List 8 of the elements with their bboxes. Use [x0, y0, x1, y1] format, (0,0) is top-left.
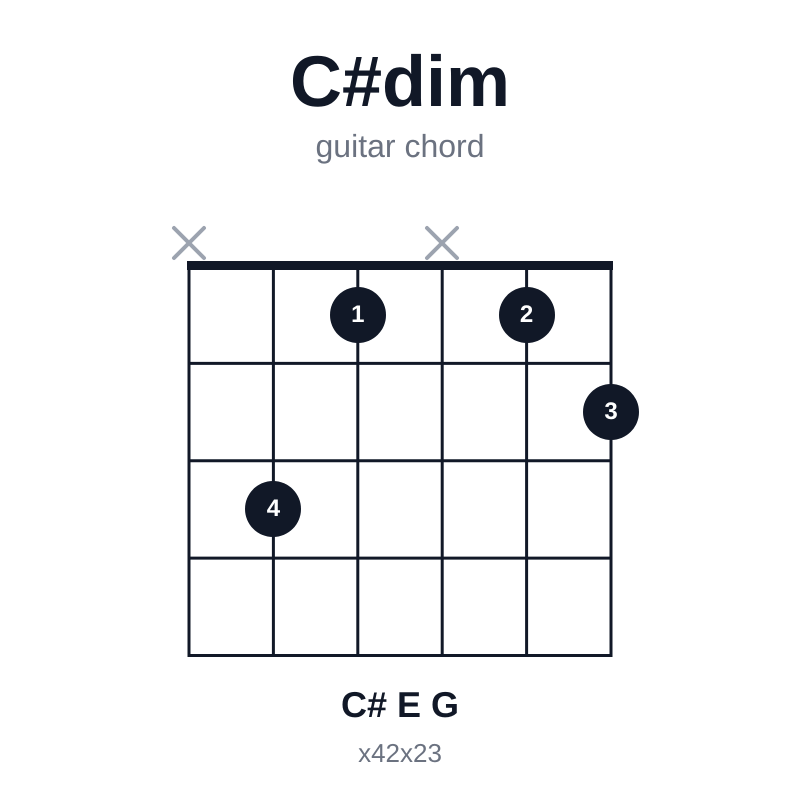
finger-number: 3 [604, 400, 618, 424]
finger-number: 4 [266, 497, 280, 522]
finger-number: 1 [351, 302, 364, 327]
finger-number: 2 [520, 302, 534, 327]
fingering-code: x42x23 [358, 740, 442, 766]
chord-title: C#dim [290, 46, 510, 118]
chord-notes: C# E G [340, 687, 460, 723]
chord-subtitle: guitar chord [316, 130, 484, 162]
